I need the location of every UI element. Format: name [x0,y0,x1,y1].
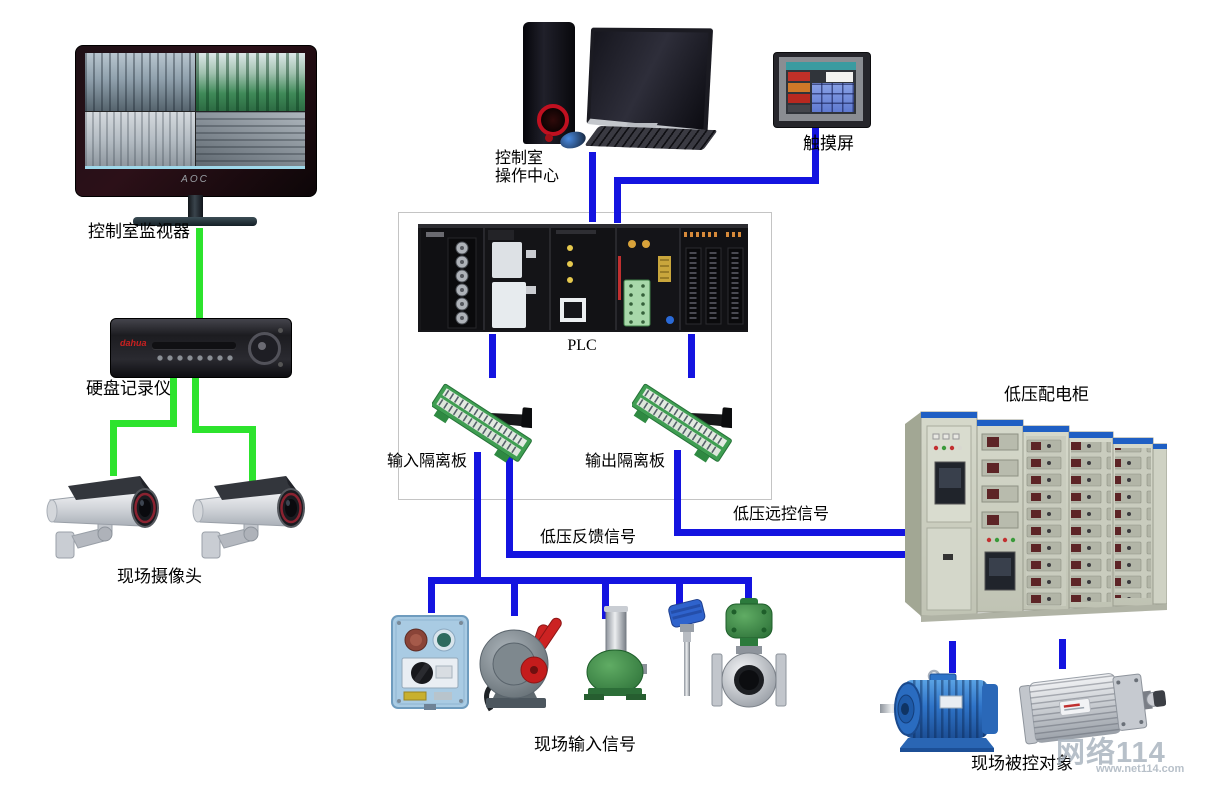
edge-dvr-cam1-h [110,420,177,427]
watermark-text: 网络114 [1056,737,1166,769]
edge-plc-outputboard [688,334,695,378]
edge-touchscreen-plc [614,177,621,223]
monitor-stand-base [133,217,257,226]
plc-label: PLC [567,337,597,354]
pc-keyboard [584,125,718,151]
output-board-label: 输出隔离板 [585,453,666,470]
field-camera-1-image [42,470,178,562]
edge-remote-h [674,529,907,536]
dvr-front-slot [152,342,236,349]
watermark-url: www.net114.com [1096,763,1185,775]
monitor-label: 控制室监视器 [88,222,190,241]
input-board-label: 输入隔离板 [387,453,468,470]
camera-feed-1 [85,53,195,111]
edge-dvr-cam1-v1 [170,376,177,427]
camera-feed-2 [195,53,305,111]
pull-cord-switch-icon [476,610,568,714]
edge-bus-drop-2 [511,577,518,616]
dvr-label: 硬盘记录仪 [86,379,171,398]
electric-motor-icon [878,668,1010,756]
edge-feedback-h [506,551,907,558]
edge-bus-drop-5 [745,577,752,604]
touchscreen-label: 触摸屏 [803,134,854,153]
edge-feedback-v [506,452,513,558]
edge-touchscreen-h [614,177,819,184]
edge-touchscreen-v [812,124,819,184]
cabinet-label: 低压配电柜 [1004,385,1089,404]
operator-pc-image [520,15,718,152]
touchscreen-orange-button [788,83,810,92]
control-button-box-icon [390,614,470,710]
pc-monitor [586,27,714,137]
dvr-power-button [278,328,283,333]
field-camera-2-image [188,470,324,562]
touchscreen-keypad [812,83,854,112]
pc-power-led [545,134,553,142]
camera-feed-3 [85,111,195,169]
vortex-flow-meter-icon [710,598,788,712]
dvr-jog-center [258,342,266,350]
pneumatic-cylinder-icon [1016,660,1167,752]
touchscreen-red-button2 [788,94,810,103]
operator-pc-label-line2: 操作中心 [495,168,560,186]
thermocouple-probe-icon [664,598,712,698]
edge-monitor-dvr [196,228,203,320]
touchscreen-red-button [788,72,810,81]
field-inputs-label: 现场输入信号 [534,735,636,754]
edge-cabinet-motor [949,641,956,673]
edge-dvr-cam2-v1 [192,376,199,433]
dvr-image: dahua [110,318,292,378]
edge-dvr-cam2-h [192,426,256,433]
dahua-logo-text: dahua [120,338,147,348]
input-isolation-board-image [431,370,538,464]
operator-pc-label-line1: 控制室 [495,150,544,167]
dvr-usb-port [278,362,283,367]
touchscreen-image [773,52,871,128]
remote-signal-label: 低压远控信号 [733,506,830,523]
monitor-stand-neck [188,195,203,217]
feedback-signal-label: 低压反馈信号 [540,529,637,546]
pc-fan [537,104,569,136]
touchscreen-value-box [826,72,853,82]
edge-bus-drop-1 [428,577,435,613]
edge-cabinet-cylinder [1059,639,1066,669]
camera-feed-4 [195,111,305,169]
touchscreen-screen [786,62,856,114]
edge-plc-inputboard [489,334,496,378]
edge-remote-v [674,450,681,536]
edge-pc-plc [589,152,596,222]
operator-pc-label: 控制室 操作中心 [495,150,559,187]
output-isolation-board-image [631,370,738,464]
dvr-button-row [156,354,236,363]
pc-tower [523,22,575,144]
edge-sensor-bus [428,577,752,584]
control-room-monitor-image: AOC [75,45,317,227]
edge-bus-drop-4 [676,577,683,607]
touchscreen-titlebar [786,62,856,70]
controlled-objects-label: 现场被控对象 [971,754,1073,773]
lv-cabinet-image [905,404,1168,626]
limit-switch-icon [584,604,648,704]
touchscreen-dark-button [788,105,810,112]
aoc-logo-text: AOC [181,174,209,185]
edge-dvr-cam2-v2 [249,426,256,484]
edge-inputboard-bus [474,452,481,583]
edge-dvr-cam1-v2 [110,420,117,476]
edge-bus-drop-3 [602,577,609,619]
plc-image [418,222,748,334]
cameras-label: 现场摄像头 [117,567,202,586]
monitor-quad-screen [85,53,305,169]
monitor-bottom-strip [85,166,305,169]
